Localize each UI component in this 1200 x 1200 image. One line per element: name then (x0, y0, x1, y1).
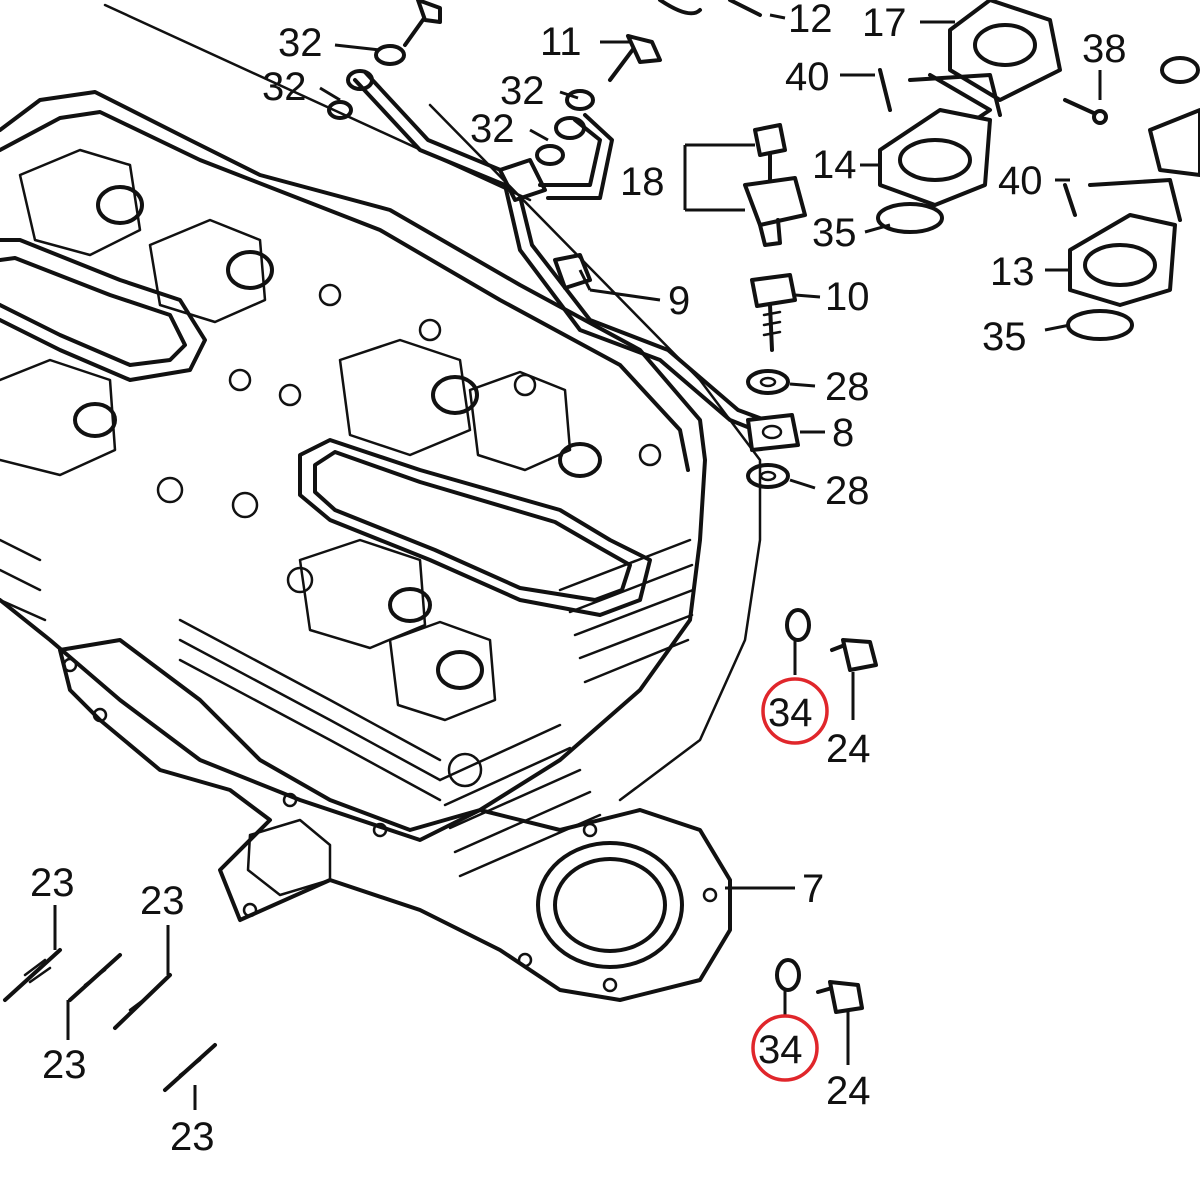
callout-labels: 32 32 32 32 11 12 17 38 40 40 18 14 13 3… (30, 0, 1127, 1159)
cylinder-head (0, 90, 732, 1002)
callout-32-c: 32 (500, 69, 545, 113)
callout-38: 38 (1082, 27, 1127, 71)
oil-pipe (353, 70, 767, 434)
studs-23 (3, 948, 217, 1092)
callout-11: 11 (540, 20, 582, 64)
callout-34-lower: 34 (758, 1028, 803, 1072)
callout-18: 18 (620, 160, 665, 204)
callout-32-a: 32 (278, 21, 323, 65)
callout-8: 8 (832, 411, 854, 455)
callout-14: 14 (812, 143, 857, 187)
callout-34-upper: 34 (768, 691, 813, 735)
highlight-marks (751, 677, 829, 1082)
callout-23-c: 23 (42, 1043, 87, 1087)
callout-28-a: 28 (825, 365, 870, 409)
highlight-circle-34-upper (761, 677, 829, 745)
callout-23-b: 23 (140, 879, 185, 923)
highlight-circle-34-lower (751, 1014, 819, 1082)
callout-12: 12 (788, 0, 833, 41)
callout-13: 13 (990, 250, 1035, 294)
callout-24-upper: 24 (826, 727, 871, 771)
callout-7: 7 (802, 867, 824, 911)
leader-lines (53, 13, 1102, 1110)
callout-24-lower: 24 (826, 1069, 871, 1113)
callout-10: 10 (825, 275, 870, 319)
callout-28-b: 28 (825, 469, 870, 513)
part-34-24 (775, 608, 878, 1014)
callout-32-d: 32 (470, 107, 515, 151)
callout-35-b: 35 (982, 315, 1027, 359)
callout-23-d: 23 (170, 1115, 215, 1159)
callout-40-b: 40 (998, 159, 1043, 203)
guide-lines (103, 3, 762, 802)
callout-17: 17 (862, 1, 907, 45)
callout-9: 9 (668, 279, 690, 323)
intake-parts (876, 0, 1200, 341)
small-parts (327, 0, 807, 489)
callout-32-b: 32 (262, 65, 307, 109)
callout-40-a: 40 (785, 55, 830, 99)
callout-23-a: 23 (30, 861, 75, 905)
callout-35-a: 35 (812, 211, 857, 255)
